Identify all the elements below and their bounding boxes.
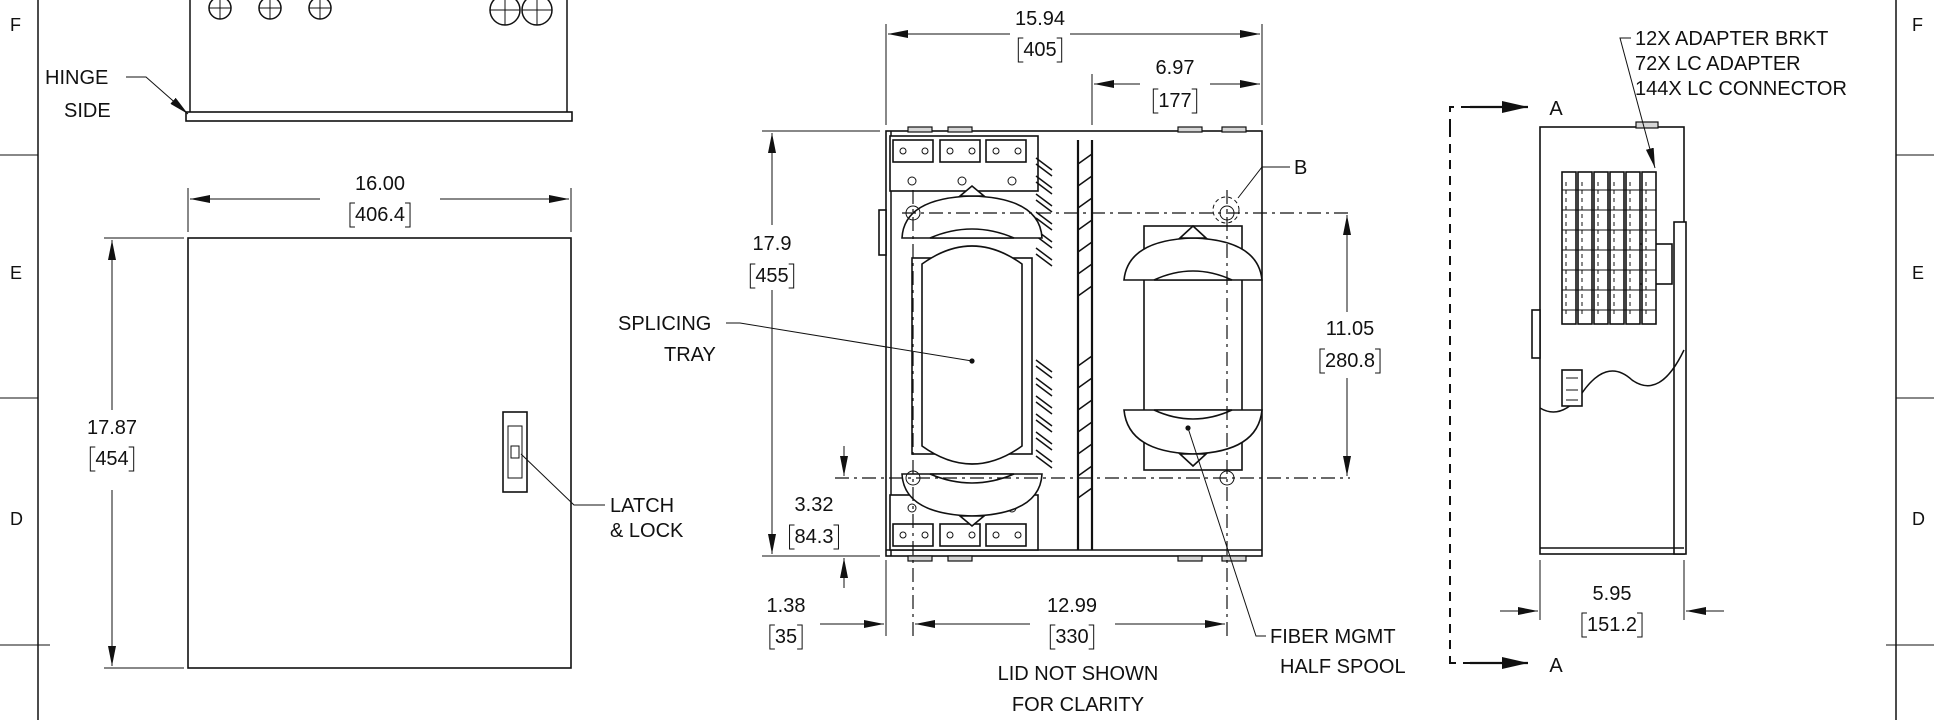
break-line (1539, 349, 1685, 413)
bracket-mark (1152, 88, 1198, 114)
splicing-label-1: SPLICING (618, 313, 711, 335)
right-offset-in: 6.97 (1156, 57, 1195, 79)
door-width-mm: 406.4 (355, 204, 405, 226)
zone-f-left: F (10, 15, 21, 35)
spool-label-2: HALF SPOOL (1280, 656, 1406, 678)
adapter-stack (1561, 171, 1657, 325)
zone-e-right: E (1912, 263, 1924, 283)
bracket-mark (89, 446, 135, 472)
zone-d-right: D (1912, 509, 1925, 529)
section-a-bottom: A (1549, 655, 1563, 677)
bracket-mark (1581, 612, 1643, 638)
half-spool (1123, 224, 1263, 471)
hinge-label-1: HINGE (45, 67, 108, 89)
depth-in: 5.95 (1593, 583, 1632, 605)
latch-label-1: LATCH (610, 495, 674, 517)
bracket-mark (789, 524, 839, 550)
dimension-brackets (89, 37, 1643, 650)
latch-label-2: & LOCK (610, 520, 684, 542)
overall-width-in: 15.94 (1015, 8, 1065, 30)
front-view: 15.94 405 6.97 177 17.9 455 11.05 280.8 … (618, 8, 1406, 716)
callout-line-3: 144X LC CONNECTOR (1635, 78, 1847, 100)
note-line-1: LID NOT SHOWN (998, 663, 1159, 685)
bracket-mark (769, 624, 803, 650)
height-in: 17.9 (753, 233, 792, 255)
splicing-tray (901, 184, 1043, 528)
lc-connectors-bottom (1035, 355, 1093, 499)
hinge-label-2: SIDE (64, 100, 111, 122)
zone-d-left: D (10, 509, 23, 529)
section-a-top: A (1549, 98, 1563, 120)
lc-connectors-top (1035, 153, 1093, 297)
zone-f-right: F (1912, 15, 1923, 35)
bottom-offset-in: 3.32 (795, 494, 834, 516)
splicing-label-2: TRAY (664, 344, 716, 366)
door-width-in: 16.00 (355, 173, 405, 195)
right-offset-mm: 177 (1158, 90, 1191, 112)
zone-e-left: E (10, 263, 22, 283)
mount-width-in: 12.99 (1047, 595, 1097, 617)
hinge-leader (126, 76, 189, 115)
callout-line-1: 12X ADAPTER BRKT (1635, 28, 1828, 50)
depth-mm: 151.2 (1587, 614, 1637, 636)
door-height-in: 17.87 (87, 417, 137, 439)
door-height-mm: 454 (95, 448, 128, 470)
mount-spacing-in: 11.05 (1326, 318, 1375, 340)
bracket-mark (1017, 37, 1063, 63)
bracket-mark (349, 202, 411, 228)
door-view: 16.00 406.4 17.87 454 LATCH & LOCK (87, 173, 684, 669)
height-mm: 455 (755, 265, 788, 287)
mount-spacing-mm: 280.8 (1325, 350, 1375, 372)
screw-icons (208, 0, 553, 26)
bottom-offset-mm: 84.3 (795, 526, 834, 548)
bracket-mark (1049, 624, 1095, 650)
note-line-2: FOR CLARITY (1012, 694, 1144, 716)
spool-label-1: FIBER MGMT (1270, 626, 1396, 648)
left-offset-in: 1.38 (767, 595, 806, 617)
top-view: HINGE SIDE (45, 0, 573, 122)
side-view: A A 12X ADAPTER BRKT 72X LC ADAPTER 144X (1449, 28, 1847, 677)
detail-b-label: B (1294, 157, 1307, 179)
left-offset-mm: 35 (775, 626, 797, 648)
bracket-mark (1319, 348, 1381, 374)
mount-width-mm: 330 (1055, 626, 1088, 648)
overall-width-mm: 405 (1023, 39, 1056, 61)
latch-icon (502, 411, 528, 493)
adapter-bracket-top (889, 135, 1039, 192)
bracket-mark (749, 263, 795, 289)
callout-line-2: 72X LC ADAPTER (1635, 53, 1801, 75)
